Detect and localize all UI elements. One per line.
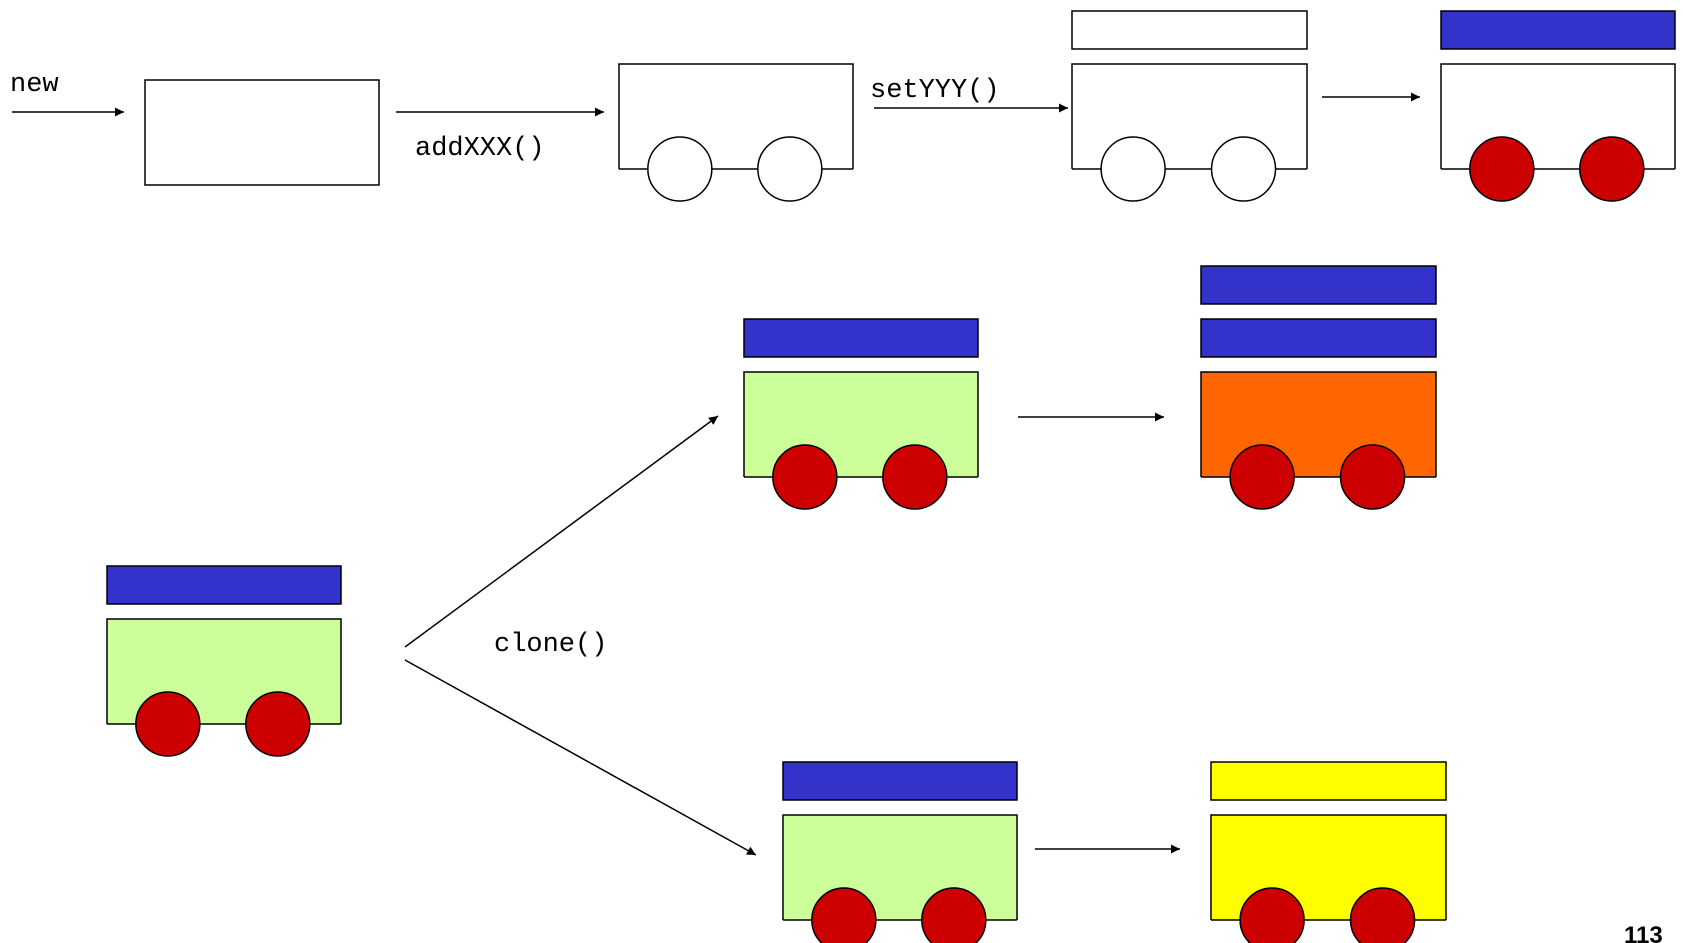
wheel	[245, 691, 311, 757]
roof-bar	[1200, 318, 1437, 358]
wheel	[1579, 136, 1645, 202]
label-new: new	[10, 70, 59, 100]
roof-bar	[1071, 10, 1308, 50]
car-body-outline	[1200, 371, 1437, 477]
car-body-outline	[618, 63, 854, 169]
roof-bar	[1440, 10, 1676, 50]
car-with-roof	[1071, 10, 1308, 202]
wheel	[1339, 444, 1406, 510]
car-plain-box	[144, 79, 380, 186]
roof-bar	[782, 761, 1018, 801]
wheel	[757, 136, 823, 202]
wheel	[135, 691, 201, 757]
roof-bar	[1210, 761, 1447, 801]
car-body-outline	[1440, 63, 1676, 169]
wheel	[1469, 136, 1535, 202]
car-body-outline	[743, 371, 979, 477]
wheel	[1239, 887, 1305, 943]
page-number: 113	[1624, 922, 1663, 943]
label-add: addXXX()	[415, 134, 545, 164]
label-set: setYYY()	[870, 76, 1000, 106]
car-clone-top-modified	[1200, 265, 1437, 510]
car-body-outline	[1210, 814, 1447, 920]
wheel	[1210, 136, 1277, 202]
car-body-outline	[106, 618, 342, 724]
wheel	[1100, 136, 1166, 202]
cars-layer	[106, 10, 1676, 943]
wheel	[1349, 887, 1416, 943]
roof-bar	[1200, 265, 1437, 305]
car-clone-bottom	[782, 761, 1018, 943]
roof-bar	[743, 318, 979, 358]
wheel	[1229, 444, 1295, 510]
roof-bar	[106, 565, 342, 605]
wheel	[882, 444, 948, 510]
label-clone: clone()	[494, 630, 607, 660]
wheel	[772, 444, 838, 510]
car-colored	[1440, 10, 1676, 202]
clone-arrow-up	[404, 415, 719, 648]
wheel	[921, 887, 987, 943]
car-clone-top	[743, 318, 979, 510]
car-body-outline	[782, 814, 1018, 920]
car-with-wheels	[618, 63, 854, 202]
car-prototype	[106, 565, 342, 757]
car-body	[144, 79, 380, 186]
car-clone-bottom-modified	[1210, 761, 1447, 943]
wheel	[811, 887, 877, 943]
car-body-outline	[1071, 63, 1308, 169]
clone-arrow-down	[404, 659, 757, 856]
wheel	[647, 136, 713, 202]
